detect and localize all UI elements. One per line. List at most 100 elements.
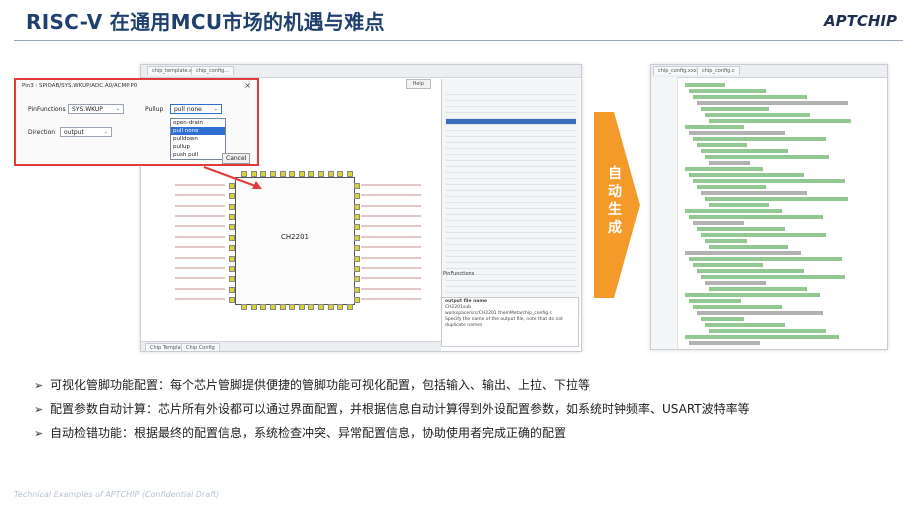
chip-pin[interactable]: [354, 297, 360, 303]
close-icon[interactable]: ×: [244, 81, 251, 90]
chip-pin[interactable]: [337, 171, 344, 177]
dropdown-option-selected[interactable]: pull none: [171, 127, 225, 135]
property-row[interactable]: [446, 263, 576, 269]
property-row[interactable]: [446, 269, 576, 275]
chip-pin[interactable]: [354, 245, 360, 252]
property-row[interactable]: [446, 95, 576, 101]
chip-pin[interactable]: [229, 203, 235, 210]
property-row[interactable]: [446, 101, 576, 107]
chip-pin[interactable]: [354, 255, 360, 262]
chip-pin[interactable]: [347, 171, 353, 177]
chip-pin[interactable]: [241, 304, 247, 310]
chip-pin[interactable]: [229, 224, 235, 231]
property-row[interactable]: [446, 287, 576, 293]
property-row[interactable]: [446, 143, 576, 149]
property-row[interactable]: [446, 89, 576, 95]
chip-pin[interactable]: [229, 255, 235, 262]
chip-pin[interactable]: [354, 234, 360, 241]
tab-chip-config-bottom[interactable]: Chip Config: [181, 343, 220, 351]
property-row[interactable]: [446, 155, 576, 161]
tab-chip-config[interactable]: chip_config...: [191, 66, 235, 75]
chip-pin[interactable]: [354, 224, 360, 231]
chip-pin[interactable]: [229, 297, 235, 303]
property-row[interactable]: [446, 173, 576, 179]
property-row[interactable]: [446, 137, 576, 143]
chip-pin[interactable]: [289, 304, 296, 310]
tab-chip-config-xxx[interactable]: chip_config.xxx: [653, 66, 702, 75]
chip-pin[interactable]: [250, 304, 257, 310]
chip-pin[interactable]: [327, 171, 334, 177]
chip-pin[interactable]: [354, 183, 360, 189]
chip-pin[interactable]: [250, 171, 257, 177]
dropdown-option[interactable]: pullup: [173, 144, 191, 150]
dropdown-option[interactable]: open-drain: [173, 120, 203, 126]
chip-pin[interactable]: [318, 304, 325, 310]
property-row[interactable]: [446, 233, 576, 239]
dropdown-option[interactable]: pulldown: [173, 136, 198, 142]
chip-pin[interactable]: [354, 286, 360, 293]
property-row[interactable]: [446, 167, 576, 173]
property-row[interactable]: [446, 281, 576, 287]
chip-pin[interactable]: [337, 304, 344, 310]
pinfunctions-select[interactable]: SYS.WKUP ⌄: [68, 104, 124, 114]
chip-pin[interactable]: [289, 171, 296, 177]
chip-pin[interactable]: [327, 304, 334, 310]
help-button[interactable]: Help: [405, 79, 431, 89]
property-row[interactable]: [446, 239, 576, 245]
chip-pin[interactable]: [298, 171, 305, 177]
cancel-button[interactable]: Cancel: [222, 153, 251, 164]
property-row[interactable]: [446, 107, 576, 113]
property-row[interactable]: [446, 209, 576, 215]
chip-pin[interactable]: [229, 286, 235, 293]
chip-pin[interactable]: [279, 304, 286, 310]
dropdown-option[interactable]: push pull: [173, 152, 199, 158]
property-row[interactable]: [446, 203, 576, 209]
chip-pin[interactable]: [318, 171, 325, 177]
chip-pin[interactable]: [269, 304, 276, 310]
chip-pin[interactable]: [354, 276, 360, 283]
property-row[interactable]: [446, 179, 576, 185]
property-row[interactable]: [446, 113, 576, 119]
chip-pin[interactable]: [308, 171, 315, 177]
pullup-select[interactable]: pull none ⌄: [170, 104, 222, 114]
chip-pin[interactable]: [229, 193, 235, 200]
chip-pin[interactable]: [229, 234, 235, 241]
code-line: [689, 215, 823, 219]
property-row[interactable]: [446, 191, 576, 197]
chip-pin[interactable]: [354, 214, 360, 221]
property-row[interactable]: [446, 119, 576, 125]
chip-pin[interactable]: [229, 183, 235, 189]
chip-pin[interactable]: [347, 304, 353, 310]
direction-select[interactable]: output ⌄: [60, 127, 112, 137]
tab-chip-config-c[interactable]: chip_config.c: [697, 66, 740, 75]
chip-pin[interactable]: [260, 304, 267, 310]
output-line[interactable]: CH2201sub: [445, 305, 472, 310]
property-row[interactable]: [446, 257, 576, 263]
chip-pin[interactable]: [269, 171, 276, 177]
chip-pin[interactable]: [229, 265, 235, 272]
property-row[interactable]: [446, 275, 576, 281]
chip-pin[interactable]: [229, 214, 235, 221]
property-row[interactable]: [446, 131, 576, 137]
property-row[interactable]: [446, 125, 576, 131]
property-row[interactable]: [446, 185, 576, 191]
chip-pin[interactable]: [298, 304, 305, 310]
chip-pin[interactable]: [229, 276, 235, 283]
chip-pin[interactable]: [354, 193, 360, 200]
property-row[interactable]: [446, 197, 576, 203]
property-row[interactable]: [446, 227, 576, 233]
chip-pin[interactable]: [354, 203, 360, 210]
chip-pin[interactable]: [279, 171, 286, 177]
chip-pin[interactable]: [308, 304, 315, 310]
property-row[interactable]: [446, 251, 576, 257]
chip-pin[interactable]: [229, 245, 235, 252]
chip-pin[interactable]: [260, 171, 267, 177]
chip-pin[interactable]: [241, 171, 247, 177]
chip-pin[interactable]: [354, 265, 360, 272]
chip-package[interactable]: CH2201: [235, 177, 355, 305]
property-row[interactable]: [446, 245, 576, 251]
property-row[interactable]: [446, 149, 576, 155]
property-row[interactable]: [446, 161, 576, 167]
property-row[interactable]: [446, 221, 576, 227]
property-row[interactable]: [446, 215, 576, 221]
